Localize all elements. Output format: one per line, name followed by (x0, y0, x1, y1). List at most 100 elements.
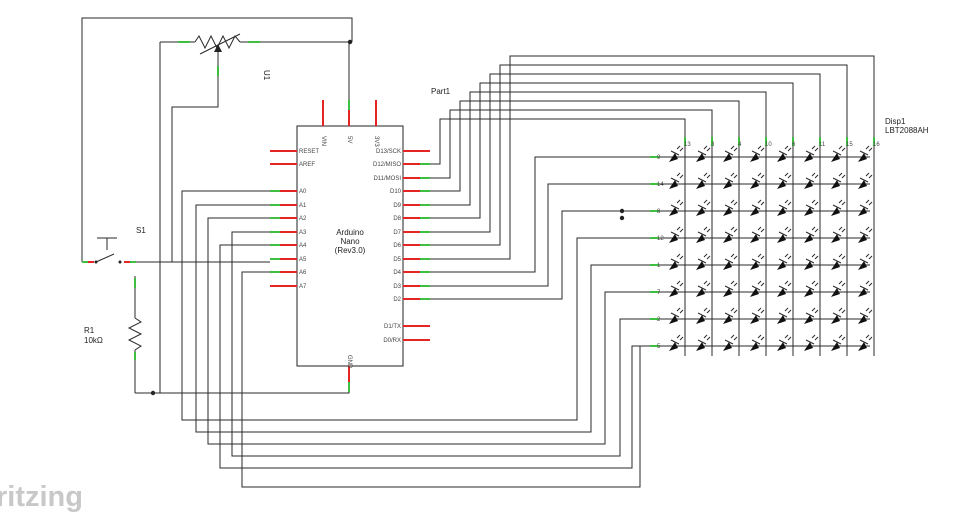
led (669, 280, 684, 297)
led (723, 145, 738, 162)
components (82, 33, 875, 393)
pin-label-a6: A6 (299, 270, 307, 276)
pin-label-d10: D10 (390, 189, 402, 195)
display-model-label: LBT2088AH (885, 126, 929, 135)
fritzing-watermark: ritzing (0, 481, 83, 513)
led (669, 307, 684, 324)
led (831, 334, 846, 351)
display-row-pin-label: 9 (657, 155, 661, 161)
push-switch[interactable] (82, 237, 136, 264)
potentiometer[interactable] (160, 33, 265, 80)
pin-label-d7: D7 (393, 230, 401, 236)
led (858, 226, 873, 243)
led (858, 307, 873, 324)
resistor[interactable] (127, 276, 143, 393)
display-column-pin-label: 10 (765, 142, 772, 148)
pin-label-d6: D6 (393, 243, 401, 249)
led (669, 172, 684, 189)
pin-label-d9: D9 (393, 203, 401, 209)
display-column-pin-label: 15 (846, 142, 853, 148)
led (669, 334, 684, 351)
pin-label-aref: AREF (299, 162, 315, 168)
led (696, 334, 711, 351)
led (831, 226, 846, 243)
led (750, 280, 765, 297)
display-row-pin-label: 5 (657, 344, 661, 350)
led (750, 334, 765, 351)
led (669, 199, 684, 216)
pin-label-reset: RESET (299, 149, 319, 155)
led (858, 280, 873, 297)
pin-label-d1-tx: D1/TX (384, 324, 401, 330)
led (831, 280, 846, 297)
arduino-name-line1: Arduino (336, 228, 364, 237)
led (696, 172, 711, 189)
led-matrix-display[interactable] (650, 137, 875, 356)
led (723, 334, 738, 351)
pin-label-d3: D3 (393, 284, 401, 290)
pin-label-gnd: GND (346, 355, 352, 369)
led (804, 280, 819, 297)
led (750, 226, 765, 243)
arduino-nano[interactable] (270, 100, 430, 392)
pin-label-5v: 5V (346, 136, 352, 143)
display-ref-label: Disp1 (885, 117, 906, 126)
wires (81, 17, 875, 488)
led (723, 172, 738, 189)
pin-label-3v3: 3V3 (373, 136, 379, 147)
arduino-name-line2: Nano (340, 237, 360, 246)
led (696, 145, 711, 162)
led (804, 172, 819, 189)
display-row-pin-label: 2 (657, 317, 661, 323)
led (777, 172, 792, 189)
display-column-pin-label: 6 (792, 142, 796, 148)
resistor-ref-label: R1 (84, 326, 95, 335)
led (696, 199, 711, 216)
pin-label-a0: A0 (299, 189, 307, 195)
led (750, 199, 765, 216)
led (831, 199, 846, 216)
led (804, 226, 819, 243)
display-column-pin-label: 11 (819, 142, 826, 148)
pin-label-d2: D2 (393, 297, 401, 303)
led (777, 145, 792, 162)
pin-label-a3: A3 (299, 230, 307, 236)
led (777, 199, 792, 216)
arduino-label: Arduino Nano (Rev3.0) (335, 228, 366, 255)
pin-label-d5: D5 (393, 257, 401, 263)
display-row-pin-label: 7 (657, 290, 661, 296)
pin-label-a5: A5 (299, 257, 307, 263)
pin-label-d13-sck: D13/SCK (376, 149, 401, 155)
pin-label-a4: A4 (299, 243, 307, 249)
led (723, 253, 738, 270)
led (777, 280, 792, 297)
display-column-pin-label: 4 (738, 142, 742, 148)
led (831, 253, 846, 270)
led (777, 334, 792, 351)
led (804, 199, 819, 216)
led (858, 172, 873, 189)
led (750, 172, 765, 189)
switch-label: S1 (136, 226, 146, 235)
led (723, 280, 738, 297)
led (750, 253, 765, 270)
display-column-pin-label: 16 (873, 142, 880, 148)
pin-label-d12-miso: D12/MISO (373, 162, 401, 168)
led (750, 145, 765, 162)
pin-label-a7: A7 (299, 284, 307, 290)
led (669, 253, 684, 270)
resistor-value-label: 10kΩ (84, 336, 103, 345)
led (696, 226, 711, 243)
led (804, 253, 819, 270)
led (669, 226, 684, 243)
led (696, 307, 711, 324)
display-row-pin-label: 14 (657, 182, 664, 188)
led (696, 253, 711, 270)
pin-label-vin: VIN (320, 136, 326, 146)
led (858, 145, 873, 162)
pin-label-d8: D8 (393, 216, 401, 222)
led (858, 253, 873, 270)
led (804, 307, 819, 324)
